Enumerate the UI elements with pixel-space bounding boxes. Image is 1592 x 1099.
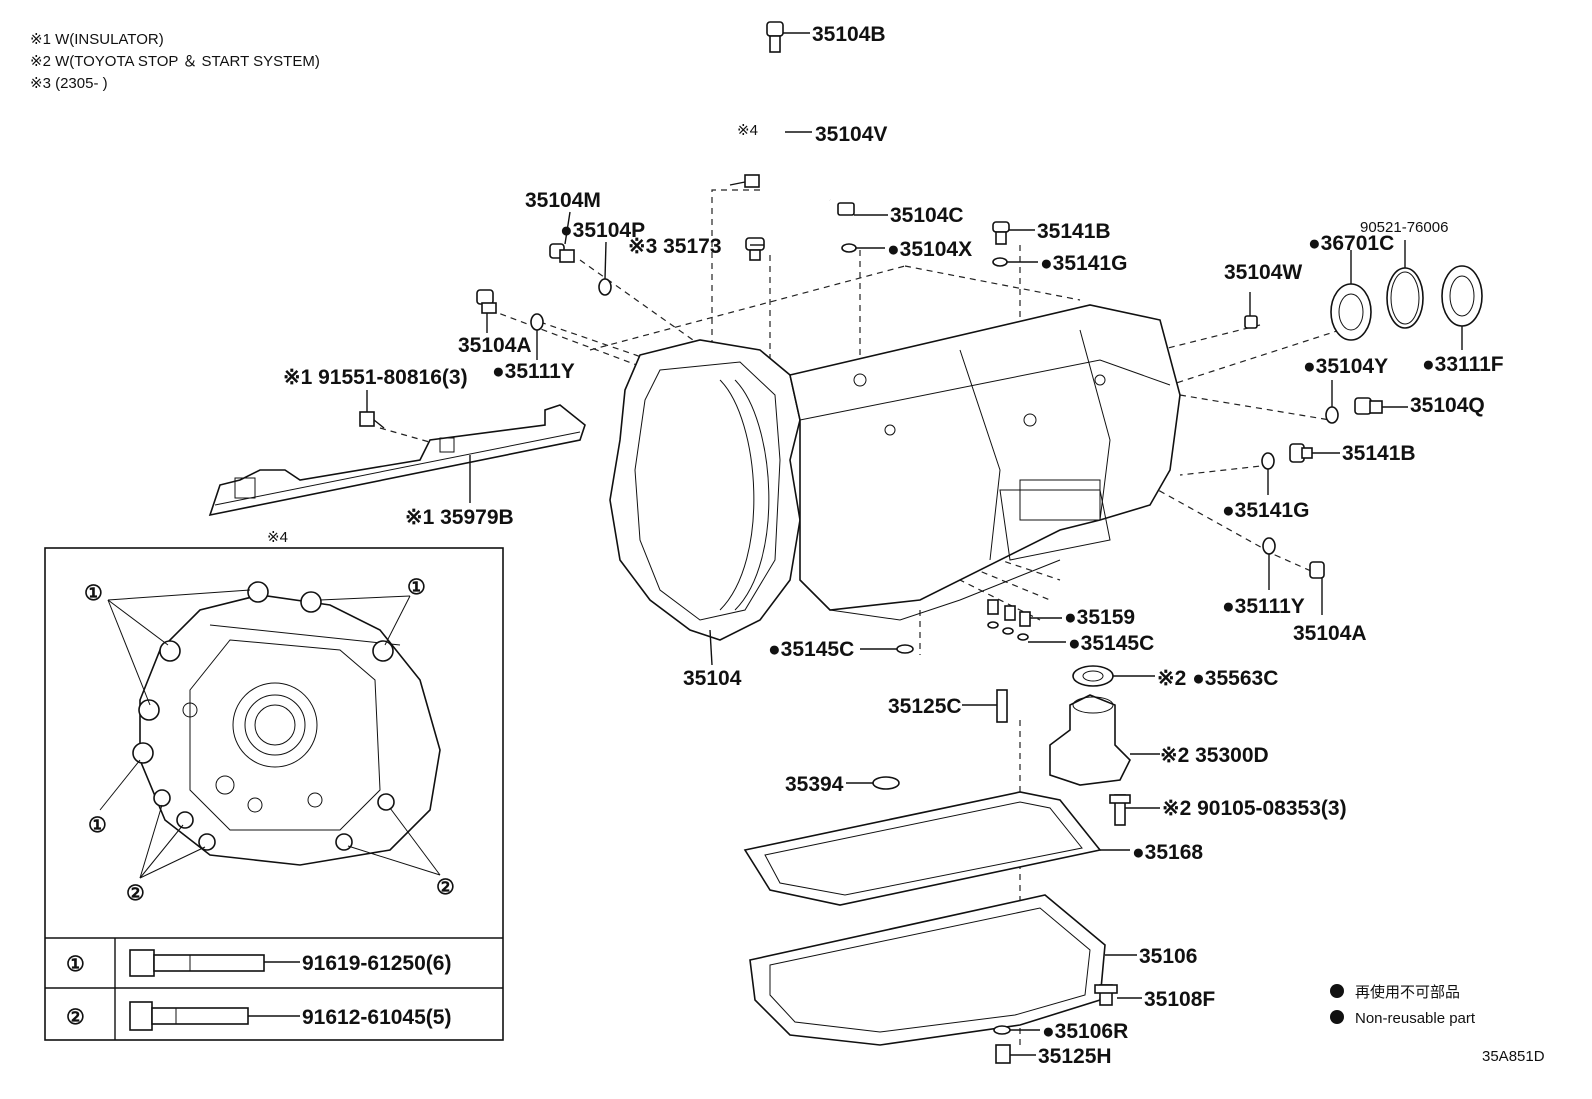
label-90521-76006: 90521-76006 (1360, 219, 1448, 236)
mark-4-bottom: ※4 (267, 529, 288, 546)
label-35104Y: ●35104Y (1303, 355, 1388, 378)
note-1: ※1 W(INSULATOR) (30, 31, 164, 48)
label-35173: ※3 35173 (628, 235, 722, 258)
label-35125H: 35125H (1038, 1045, 1112, 1068)
label-35106: 35106 (1139, 945, 1197, 968)
label-36701C: ●36701C (1308, 232, 1394, 255)
label-35104P: ●35104P (560, 219, 645, 242)
inset-ref-1-b: ① (407, 576, 426, 599)
label-35141B-top: 35141B (1037, 220, 1111, 243)
assembly-guide-lines (379, 189, 1341, 1050)
label-91551-80816: ※1 91551-80816(3) (283, 366, 468, 389)
mark-4-top: ※4 (737, 122, 758, 139)
leader-lines (366, 32, 1463, 1056)
label-35168: ●35168 (1132, 841, 1203, 864)
bolt-row-2-part: 91612-61045(5) (302, 1006, 451, 1029)
label-35104X: ●35104X (887, 238, 972, 261)
inset-ref-1-c: ① (88, 814, 107, 837)
label-35104A-left: 35104A (458, 334, 532, 357)
inset-ref-2-a: ② (126, 882, 145, 905)
label-35394: 35394 (785, 773, 844, 796)
legend: 再使用不可部品 Non-reusable part (1330, 984, 1476, 1027)
non-reusable-dot-icon-2 (1330, 1010, 1344, 1024)
inset-ref-2-b: ② (436, 876, 455, 899)
label-35104W: 35104W (1224, 261, 1302, 284)
label-35141G-right: ●35141G (1222, 499, 1309, 522)
label-35145C-right: ●35145C (1068, 632, 1154, 655)
label-90105-08353: ※2 90105-08353(3) (1162, 797, 1347, 820)
non-reusable-dot-icon (1330, 984, 1344, 998)
bolt-row-1-ref: ① (66, 953, 85, 976)
label-35141G-top: ●35141G (1040, 252, 1127, 275)
label-35106R: ●35106R (1042, 1020, 1128, 1043)
label-35104: 35104 (683, 667, 742, 690)
label-35300D: ※2 35300D (1160, 744, 1269, 767)
legend-jp: 再使用不可部品 (1355, 984, 1460, 1001)
label-35159: ●35159 (1064, 606, 1135, 629)
part-labels: 35104B 35104V ※4 35104C 35104M ●35104P ※… (267, 23, 1504, 1068)
label-35108F: 35108F (1144, 988, 1215, 1011)
bolt-91612-illustration (129, 1001, 249, 1031)
note-2: ※2 W(TOYOTA STOP ＆ START SYSTEM) (30, 53, 320, 70)
label-35111Y-right: ●35111Y (1222, 595, 1305, 618)
bolt-row-1-part: 91619-61250(6) (302, 952, 451, 975)
bolt-row-2-ref: ② (66, 1006, 85, 1029)
bolt-91619-illustration (129, 949, 265, 977)
label-35104M: 35104M (525, 189, 601, 212)
label-35145C-left: ●35145C (768, 638, 854, 661)
label-35979B: ※1 35979B (405, 506, 514, 529)
inset-frame (44, 547, 504, 1041)
label-35104B: 35104B (812, 23, 886, 46)
label-35104A-right: 35104A (1293, 622, 1367, 645)
label-33111F: ●33111F (1422, 353, 1504, 376)
bolt-location-inset: ① ① ① ② ② ① 91619-61250(6) ② 91612-61045… (44, 547, 504, 1041)
note-3: ※3 (2305- ) (30, 75, 108, 92)
label-35104C: 35104C (890, 204, 964, 227)
label-35563C: ※2 ●35563C (1157, 667, 1278, 690)
diagram-code: 35A851D (1482, 1048, 1545, 1065)
small-parts (359, 21, 1483, 1064)
inset-ref-1-a: ① (84, 582, 103, 605)
label-35104V: 35104V (815, 123, 887, 146)
label-35141B-right: 35141B (1342, 442, 1416, 465)
label-35125C: 35125C (888, 695, 962, 718)
legend-en: Non-reusable part (1355, 1010, 1476, 1027)
insulator-plate (208, 404, 586, 517)
label-35104Q: 35104Q (1410, 394, 1485, 417)
label-35111Y-left: ●35111Y (492, 360, 575, 383)
transmission-case-illustration (609, 304, 1181, 641)
